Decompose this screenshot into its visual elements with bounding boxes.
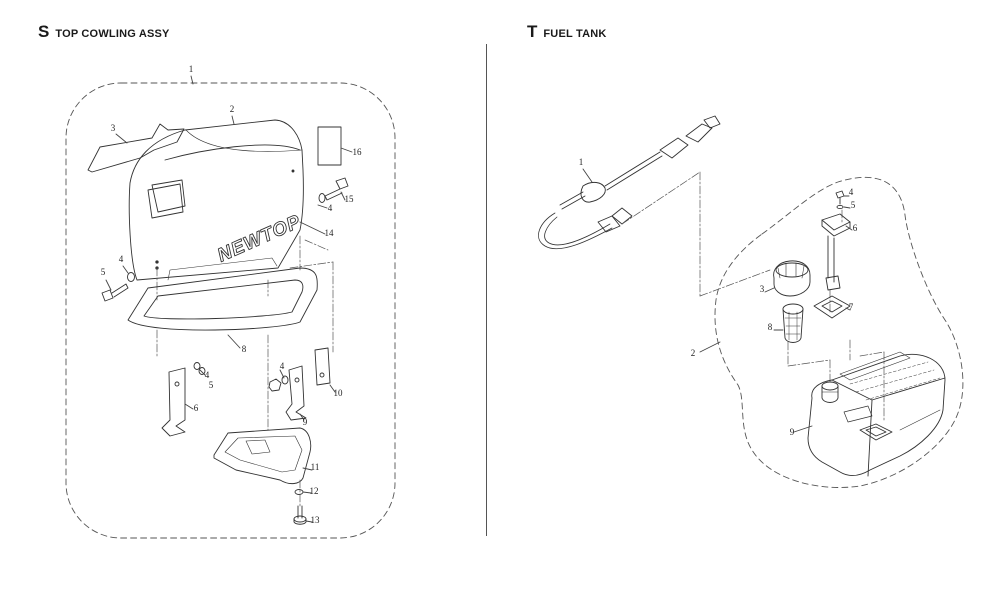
callout-number: 5	[851, 200, 856, 210]
callout-number: 3	[111, 123, 116, 133]
cowling-logo: NEWTOP	[214, 211, 304, 266]
section-letter: T	[527, 22, 538, 41]
callout-number: 14	[325, 228, 335, 238]
callout-number: 7	[849, 302, 854, 312]
callout-number: 2	[230, 104, 235, 114]
callout-number: 4	[849, 187, 854, 197]
part-bracket-left	[161, 367, 194, 437]
section-title-top-cowling: S TOP COWLING ASSY	[38, 22, 170, 42]
callout-number: 15	[345, 194, 355, 204]
callout-number: 4	[119, 254, 124, 264]
callout-number: 1	[579, 157, 584, 167]
callout-number: 8	[242, 344, 247, 354]
part-washer-bottom	[294, 489, 304, 495]
callout-number: 9	[303, 417, 308, 427]
section-title-fuel-tank: T FUEL TANK	[527, 22, 607, 42]
part-gasket	[813, 295, 851, 319]
assembly-boundary-dashed	[65, 82, 396, 539]
part-top-cowling: NEWTOP	[128, 115, 305, 281]
part-screw-top	[835, 190, 850, 205]
callout-number: 4	[205, 370, 210, 380]
callout-number: 2	[691, 348, 696, 358]
callout-number: 4	[280, 361, 285, 371]
callout-number: 16	[353, 147, 363, 157]
callout-number: 5	[101, 267, 106, 277]
part-bracket-right	[285, 365, 307, 421]
section-letter: S	[38, 22, 50, 41]
callout-number: 9	[790, 427, 795, 437]
callout-number: 8	[768, 322, 773, 332]
callout-number: 1	[189, 64, 194, 74]
section-name: TOP COWLING ASSY	[55, 28, 170, 40]
fuel-tank-assembly	[538, 115, 964, 488]
assembly-boundary-dashed	[714, 176, 964, 488]
part-bolt-bottom	[293, 505, 313, 525]
top-cowling-assembly: NEWTOP	[65, 75, 396, 539]
part-filler-cap	[764, 260, 811, 297]
part-strainer	[773, 303, 804, 343]
part-rubber-seal	[127, 267, 318, 331]
callout-number: 3	[760, 284, 765, 294]
callout-number: 5	[209, 380, 214, 390]
part-washer-top	[836, 204, 844, 210]
part-lower-mount	[213, 427, 313, 485]
part-label-plate	[317, 126, 342, 166]
callout-number: 6	[853, 223, 858, 233]
callout-number: 10	[334, 388, 344, 398]
part-decal-strip	[87, 123, 185, 173]
part-rubber-block	[314, 347, 331, 386]
part-fuel-gauge	[821, 213, 853, 291]
callout-number: 4	[328, 203, 333, 213]
callout-number: 6	[194, 403, 199, 413]
part-fuel-tank	[793, 351, 946, 477]
part-fuel-line-assembly	[538, 115, 721, 250]
part-bolt-and-washer-right	[317, 177, 349, 209]
part-bolt-and-washer-left	[101, 265, 135, 302]
center-divider-line	[486, 44, 487, 536]
callout-number: 12	[310, 486, 319, 496]
callout-number: 13	[311, 515, 321, 525]
section-name: FUEL TANK	[543, 28, 607, 40]
callout-number: 11	[311, 462, 320, 472]
